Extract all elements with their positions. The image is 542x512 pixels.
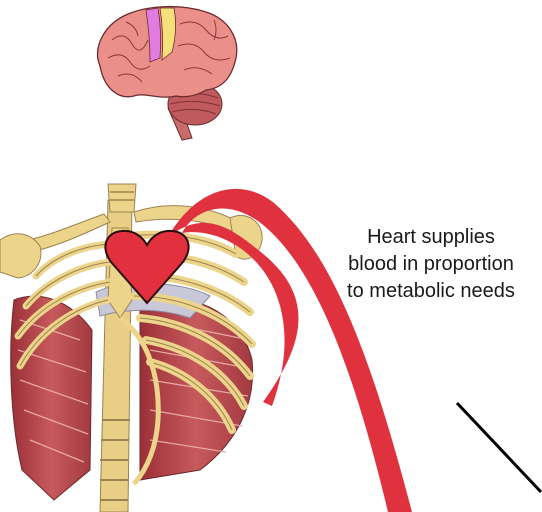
- caption-text: Heart supplies blood in proportion to me…: [315, 224, 542, 305]
- caption-line-1: Heart supplies: [315, 224, 542, 251]
- brain-illustration: [98, 7, 237, 140]
- caption-line-3: to metabolic needs: [315, 278, 542, 305]
- left-shoulder: [0, 234, 41, 278]
- connector-line: [457, 403, 541, 492]
- caption-line-2: blood in proportion: [315, 251, 542, 278]
